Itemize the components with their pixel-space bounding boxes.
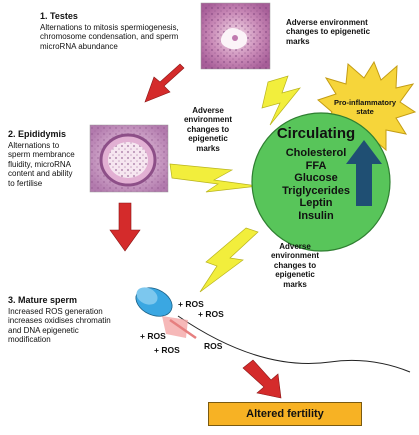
testes-description: Alternations to mitosis spermiogenesis, …: [40, 23, 179, 51]
adverse-environment-label-1: Adverse environment changes to epigeneti…: [286, 18, 370, 46]
red-arrow-testes-to-epididymis: [144, 63, 185, 103]
epididymis-line: content and ability: [8, 169, 73, 179]
epididymis-histology-image: [89, 124, 169, 193]
adverse-environment-label-3: Adverse environment changes to epigeneti…: [262, 242, 328, 289]
mature-sperm-line: modification: [8, 335, 51, 345]
adverse-2-line: marks: [196, 143, 220, 153]
circulating-title: Circulating: [276, 125, 356, 142]
lightning-bolt-epididymis: [169, 163, 259, 193]
ros-label: + ROS: [140, 331, 166, 341]
lightning-bolt-sperm: [199, 227, 259, 293]
mature-sperm-line: and DNA epigenetic: [8, 325, 79, 335]
circulating-item: Glucose: [294, 172, 338, 184]
adverse-2-line: environment: [183, 115, 232, 125]
adverse-3-line: environment: [270, 251, 319, 261]
testes-line: chromosome condensation, and sperm: [40, 32, 179, 42]
adverse-environment-label-2: Adverse environment changes to epigeneti…: [176, 106, 240, 153]
epididymis-line: sperm membrance: [8, 150, 75, 160]
mature-sperm-title: 3. Mature sperm: [8, 295, 78, 305]
increase-up-arrow: [346, 140, 382, 206]
altered-fertility-box: Altered fertility: [208, 402, 362, 426]
adverse-3-line: Adverse: [279, 242, 311, 251]
pro-inflammatory-line: Pro-inflammatory: [333, 98, 397, 107]
epididymis-line: Alternations to: [8, 141, 60, 150]
ros-label: + ROS: [154, 345, 180, 355]
testes-title: 1. Testes: [40, 11, 78, 21]
lightning-bolt-testes: [261, 75, 301, 126]
mature-sperm-line: Increased ROS generation: [8, 307, 103, 316]
sperm-illustration: [135, 287, 411, 373]
epididymis-line: to fertilise: [8, 178, 43, 188]
adverse-3-line: epigenetic: [275, 270, 315, 280]
adverse-2-line: changes to: [186, 124, 230, 134]
testes-line: Alternations to mitosis spermiogenesis,: [40, 23, 179, 32]
ros-label: ROS: [204, 341, 223, 351]
circulating-list: Cholesterol FFA Glucose Triglycerides Le…: [258, 147, 374, 222]
circulating-item: FFA: [305, 159, 327, 172]
epididymis-description: Alternations to sperm membrance fluidity…: [8, 141, 75, 188]
circulating-item: Cholesterol: [285, 147, 347, 159]
adverse-1-line: changes to epigenetic: [286, 27, 371, 37]
adverse-2-line: epigenetic: [188, 134, 228, 144]
epididymis-line: fluidity, microRNA: [8, 159, 71, 169]
circulating-item: Triglycerides: [282, 184, 350, 197]
red-arrow-sperm-to-outcome: [242, 359, 282, 399]
circulating-item: Leptin: [299, 197, 333, 209]
mature-sperm-line: increases oxidises chromatin: [8, 316, 111, 326]
pro-inflammatory-label: Pro-inflammatory state: [330, 98, 400, 117]
adverse-3-line: changes to: [273, 260, 317, 270]
pro-inflammatory-line: state: [356, 107, 374, 117]
testes-histology-image: [200, 2, 271, 70]
ros-label: + ROS: [198, 309, 224, 319]
adverse-1-line: Adverse environment: [286, 18, 368, 27]
testes-line: microRNA abundance: [40, 41, 118, 51]
circulating-circle: [251, 112, 391, 252]
red-arrow-epididymis-to-sperm: [109, 202, 141, 252]
adverse-2-line: Adverse: [192, 106, 224, 115]
ros-label: + ROS: [178, 299, 204, 309]
adverse-3-line: marks: [283, 279, 307, 289]
epididymis-title: 2. Epididymis: [8, 129, 67, 139]
adverse-1-line: marks: [286, 36, 310, 46]
circulating-item: Insulin: [298, 209, 334, 222]
mature-sperm-description: Increased ROS generation increases oxidi…: [8, 307, 111, 345]
